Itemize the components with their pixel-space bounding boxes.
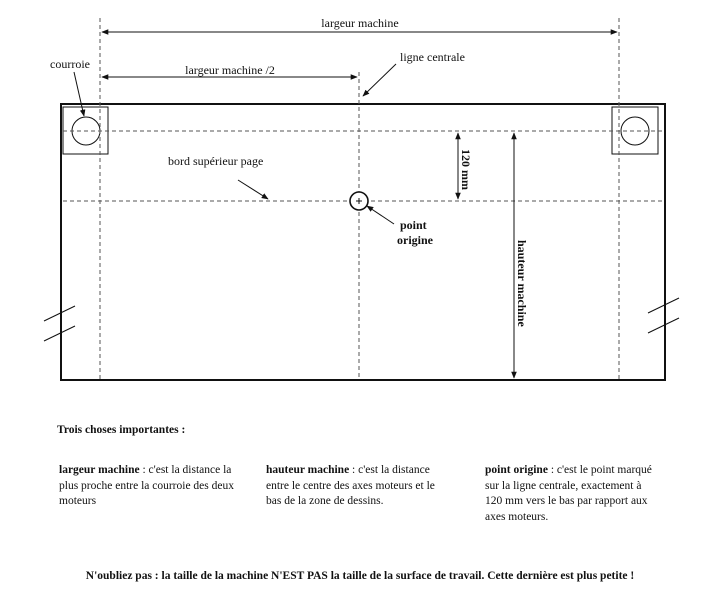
label-offset: 120 mm [459,149,473,190]
note-term: largeur machine [59,464,140,476]
leader-page-top [237,179,269,200]
label-machine-height: hauteur machine [515,240,529,327]
label-belt: courroie [50,57,90,71]
label-page-top: bord supérieur page [168,154,263,168]
note-term: hauteur machine [266,464,350,476]
note-machine-height: hauteur machine : c'est la distance entr… [266,463,451,510]
note-term: point origine [485,464,548,476]
leader-center-line [362,63,397,97]
origin-point-icon [349,191,369,211]
break-mark-right [647,297,680,334]
note-text: : c'est la distance la plus proche entre… [59,464,234,507]
machine-board [60,103,666,381]
label-origin-2: origine [397,233,434,247]
leader-origin [366,205,395,225]
label-half-width: largeur machine /2 [185,63,275,77]
notes-title: Trois choses importantes : [57,424,186,436]
note-origin-point: point origine : c'est le point marqué su… [485,463,655,525]
note-text: : c'est la distance entre le centre des … [266,464,435,507]
break-mark-left [43,305,76,342]
note-machine-width: largeur machine : c'est la distance la p… [59,463,244,510]
leader-belt [73,71,86,117]
pulley-right-icon [620,116,650,146]
label-machine-width: largeur machine [321,16,398,30]
label-origin-1: point [400,218,427,232]
footer-warning: N'oubliez pas : la taille de la machine … [85,570,635,582]
label-center-line: ligne centrale [400,50,465,64]
note-text: : c'est le point marqué sur la ligne cen… [485,464,652,523]
machine-diagram: largeur machine largeur machine /2 ligne… [43,16,680,381]
